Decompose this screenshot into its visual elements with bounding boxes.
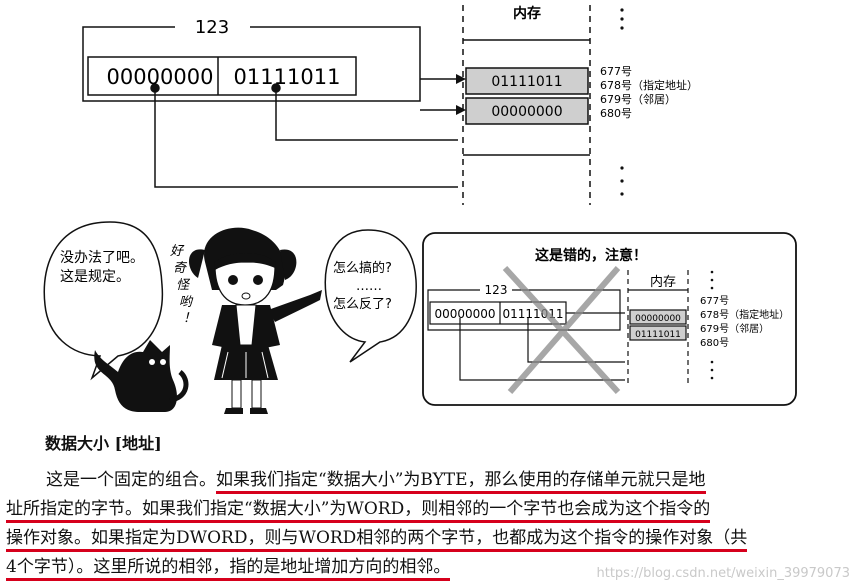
right-speech-bubble — [324, 229, 417, 363]
wrong-byte-high: 00000000 — [434, 307, 495, 321]
svg-text:哟: 哟 — [179, 295, 194, 310]
bubble-right-line3: 怎么反了? — [333, 297, 392, 312]
svg-text:！: ！ — [183, 311, 196, 326]
mem-value-678: 01111011 — [491, 74, 562, 90]
addr-679: 679号（邻居） — [600, 93, 676, 106]
left-speech-bubble — [43, 221, 164, 381]
highlighted-text: 如果我们指定“数据大小”为BYTE，那么使用的存储单元就只是地 — [216, 470, 706, 494]
mem-cell-678 — [465, 67, 589, 95]
highlighted-text: 址所指定的字节。如果我们指定“数据大小”为WORD，则相邻的一个字节也会成为这个… — [6, 499, 711, 523]
wrong-memory-title: 内存 — [650, 274, 676, 290]
section-title: 数据大小 [地址] — [45, 434, 162, 453]
addr-680: 680号 — [600, 107, 632, 120]
ellipsis-dots — [620, 8, 624, 196]
black-cat — [94, 340, 189, 412]
wrong-mem-value-679: 01111011 — [635, 330, 681, 340]
wrong-value-label: 123 — [485, 283, 508, 297]
memory-title: 内存 — [513, 5, 541, 22]
value-frame — [82, 26, 421, 102]
svg-text:奇: 奇 — [173, 261, 188, 276]
mem-cell-679 — [465, 97, 589, 125]
bubble-left-line1: 没办法了吧。 — [60, 250, 144, 266]
vertical-exclamation: 好 奇 怪 哟 ！ — [170, 244, 196, 326]
byte-low: 01111011 — [234, 65, 341, 89]
paragraph-text: 这是一个固定的组合。 — [46, 470, 216, 490]
highlighted-text: 操作对象。如果指定为DWORD，则与WORD相邻的两个字节，也都成为这个指令的操… — [6, 528, 748, 552]
svg-text:怪: 怪 — [176, 278, 191, 293]
cross-mark-icon — [502, 265, 621, 395]
watermark: https://blog.csdn.net/weixin_39979073 — [596, 566, 850, 581]
highlighted-text: 4个字节）。这里所说的相邻，指的是地址增加方向的相邻。 — [6, 557, 451, 581]
value-label: 123 — [195, 17, 229, 38]
paragraph-line-1: 这是一个固定的组合。如果我们指定“数据大小”为BYTE，那么使用的存储单元就只是… — [6, 466, 852, 495]
byte-box — [87, 56, 357, 96]
paragraph-line-4: 4个字节）。这里所说的相邻，指的是地址增加方向的相邻。 — [6, 553, 852, 582]
paragraph-line-2: 址所指定的字节。如果我们指定“数据大小”为WORD，则相邻的一个字节也会成为这个… — [6, 495, 852, 524]
svg-text:好: 好 — [170, 244, 185, 259]
wrong-mem-value-678: 00000000 — [635, 314, 681, 324]
wrong-addr-679: 679号（邻居） — [700, 322, 769, 335]
wrong-addr-678: 678号（指定地址） — [700, 308, 789, 321]
bubble-right-line1: 怎么搞的? — [333, 260, 392, 276]
wrong-addr-677: 677号 — [700, 295, 729, 307]
mem-value-679: 00000000 — [491, 104, 562, 120]
top-diagram — [82, 5, 591, 205]
wrong-panel-title: 这是错的，注意！ — [535, 247, 647, 264]
wrong-addr-680: 680号 — [700, 337, 729, 349]
paragraph-line-3: 操作对象。如果指定为DWORD，则与WORD相邻的两个字节，也都成为这个指令的操… — [6, 524, 852, 553]
addr-677: 677号 — [600, 65, 632, 78]
bubble-right-line2: …… — [356, 279, 382, 294]
byte-high: 00000000 — [107, 65, 214, 89]
addr-678: 678号（指定地址） — [600, 78, 698, 92]
bubble-left-line2: 这是规定。 — [60, 268, 130, 285]
body-paragraph: 这是一个固定的组合。如果我们指定“数据大小”为BYTE，那么使用的存储单元就只是… — [6, 466, 852, 582]
girl-character — [188, 227, 322, 414]
